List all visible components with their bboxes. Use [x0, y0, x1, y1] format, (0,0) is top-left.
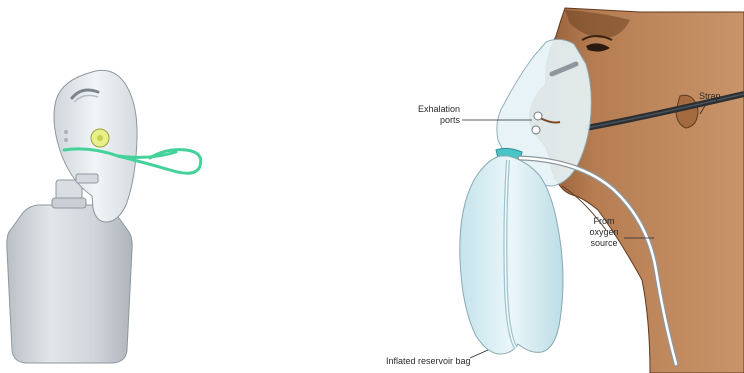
callout-strap: Strap [699, 91, 721, 102]
leader-reservoir-bag [470, 350, 488, 358]
callout-reservoir-bag: Inflated reservoir bag [386, 356, 471, 367]
callout-oxygen-source-line-2: oxygen [582, 227, 626, 238]
patient-exhalation-port-lower [532, 126, 540, 134]
left-mask-device [7, 70, 201, 363]
callout-oxygen-source: From oxygen source [582, 216, 626, 249]
callout-exhalation-ports-line-1: Exhalation [386, 104, 460, 115]
left-reservoir-bag [7, 205, 132, 363]
callout-reservoir-bag-text: Inflated reservoir bag [386, 356, 471, 366]
callout-oxygen-source-line-3: source [582, 238, 626, 249]
callout-oxygen-source-line-1: From [582, 216, 626, 227]
patient-exhalation-port-upper [534, 112, 542, 120]
callout-exhalation-ports: Exhalation ports [386, 104, 460, 126]
callout-exhalation-ports-line-2: ports [386, 115, 460, 126]
callout-strap-text: Strap [699, 91, 721, 101]
